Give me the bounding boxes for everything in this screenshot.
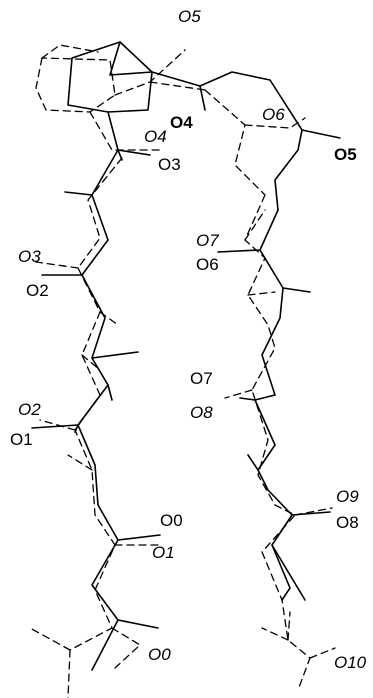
label-o1-plain: O1 [10, 430, 33, 449]
label-o8-plain: O8 [336, 513, 359, 532]
label-o4-italic: O4 [144, 127, 167, 146]
label-o5-top: O5 [178, 7, 201, 26]
label-o2-plain: O2 [26, 281, 49, 300]
label-o9-italic: O9 [336, 487, 359, 506]
left-chain-solid [31, 149, 161, 671]
label-o1-italic: O1 [152, 543, 175, 562]
top-ring-dashed [35, 44, 306, 196]
label-o3-italic: O3 [18, 247, 41, 266]
label-o0-italic: O0 [148, 645, 171, 664]
label-o2-italic: O2 [18, 400, 41, 419]
left-chain-dashed [29, 157, 161, 698]
right-chain-dashed [224, 194, 336, 691]
label-o3-plain: O3 [158, 155, 181, 174]
label-o6-plain: O6 [196, 255, 219, 274]
label-o10-italic: O10 [334, 653, 367, 672]
atom-labels: O5 O4 O4 O3 O6 O5 O7 O6 O3 O2 O7 O8 O2 O… [10, 7, 367, 672]
label-o7-plain: O7 [190, 369, 213, 388]
top-ring-solid [67, 41, 341, 211]
right-chain-solid [217, 209, 331, 601]
label-o6-italic: O6 [262, 105, 285, 124]
label-o7-italic: O7 [196, 231, 219, 250]
label-o0-plain: O0 [160, 511, 183, 530]
label-o4-bold: O4 [170, 113, 193, 132]
label-o8-italic: O8 [190, 403, 213, 422]
label-o5-bold: O5 [334, 145, 357, 164]
